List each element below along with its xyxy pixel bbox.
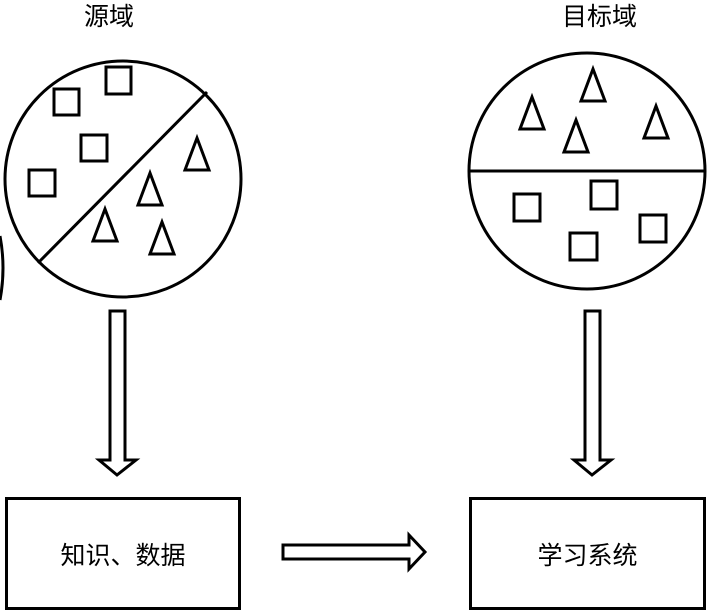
source-square [106,67,131,94]
source-triangle [93,209,117,241]
source-triangle [138,173,162,205]
target-down-arrow [574,311,611,475]
target-square [570,233,597,260]
knowledge-data-box: 知识、数据 [5,497,241,610]
source-square [81,135,107,161]
learning-system-label: 学习系统 [537,536,637,572]
source-square [54,89,79,115]
target-triangle [581,69,605,101]
source-triangle [150,222,174,254]
right-arrow [283,535,425,569]
left-edge-mark [0,236,3,300]
target-square [514,194,540,221]
source-triangle [185,138,209,170]
target-domain-title: 目标域 [562,4,637,29]
target-square [640,215,666,242]
target-triangle [644,106,668,138]
target-square [591,181,617,209]
knowledge-data-label: 知识、数据 [60,536,185,572]
source-domain-title: 源域 [84,4,134,29]
learning-system-box: 学习系统 [469,497,706,610]
target-triangle [520,97,544,129]
source-divider-line [38,92,207,263]
source-square [29,170,55,196]
target-triangle [564,120,588,152]
source-down-arrow [99,311,136,475]
